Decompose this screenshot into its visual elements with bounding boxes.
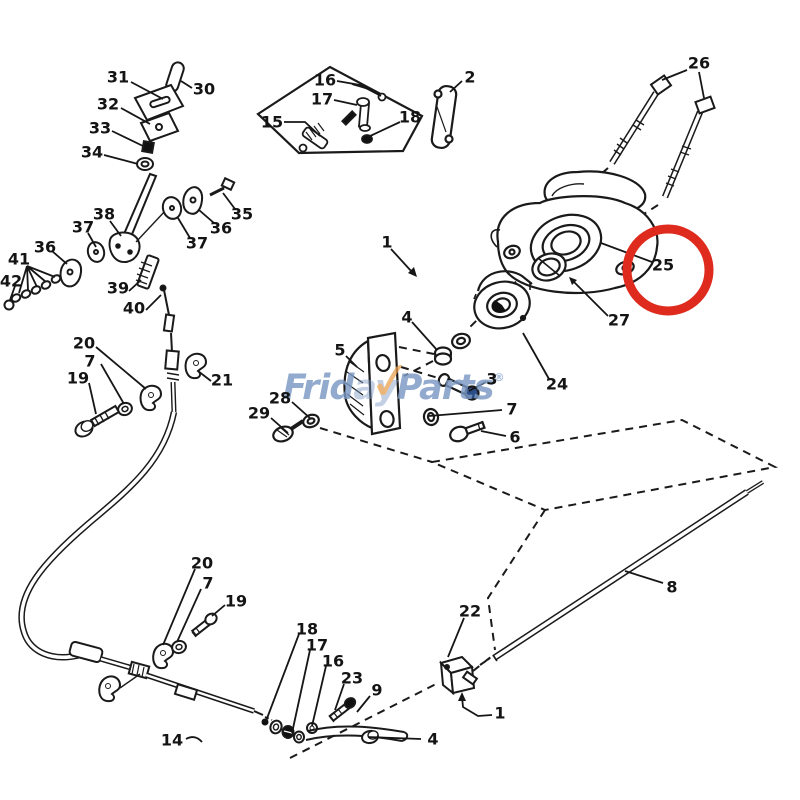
cable-sweep xyxy=(18,411,178,661)
lever-plate-stack xyxy=(3,61,236,316)
rod-8 xyxy=(479,480,765,666)
block-22 xyxy=(439,655,479,696)
watermark: FridayParts® ✓ xyxy=(283,350,523,416)
upper-cable-assembly xyxy=(74,313,208,438)
watermark-registered-mark: ® xyxy=(493,371,505,384)
mounting-bolts-26 xyxy=(609,74,716,199)
watermark-text-mid: ay xyxy=(353,368,397,408)
leader-lines xyxy=(9,69,705,743)
highlight-circle xyxy=(622,224,714,316)
watermark-check-icon: ✓ xyxy=(365,349,415,415)
watermark-text-back: Parts xyxy=(396,368,495,408)
lower-linkage-run xyxy=(68,612,409,745)
watermark-text-front: Frid xyxy=(283,368,354,408)
top-bracket-plate xyxy=(256,65,458,155)
bracket-plate-5 xyxy=(272,331,486,443)
